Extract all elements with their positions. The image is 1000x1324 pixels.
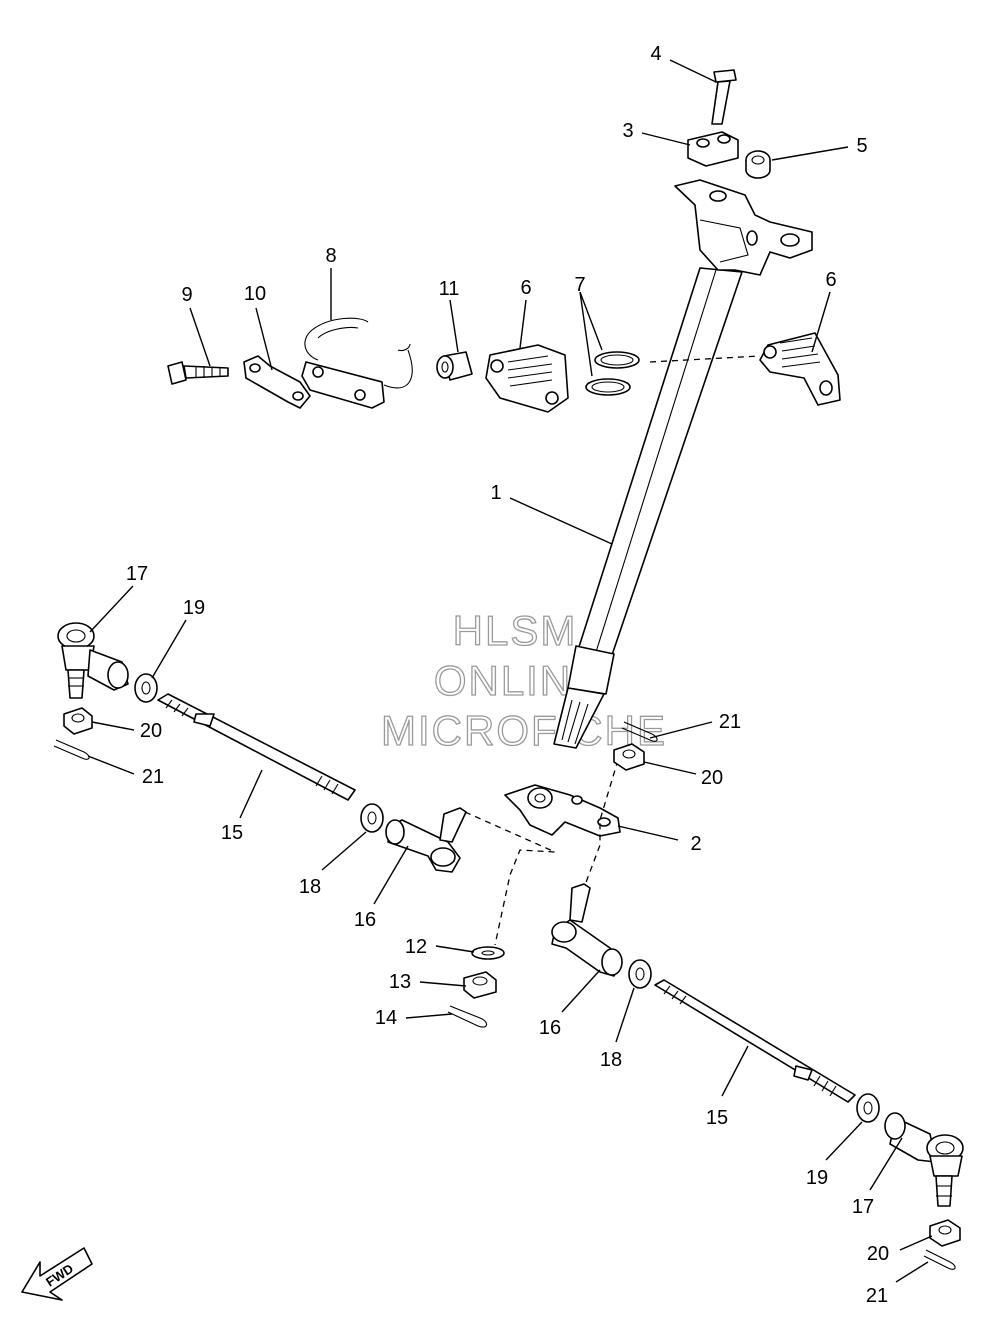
- callout-15-right: 15: [706, 1107, 728, 1129]
- callout-18-right: 18: [600, 1049, 622, 1071]
- callout-11: 11: [439, 278, 460, 300]
- callout-19-left: 19: [183, 597, 205, 619]
- part-castle-nut-left: [63, 707, 93, 735]
- callout-21-left: 21: [142, 766, 164, 788]
- part-tie-rod-end-inner-right: [551, 883, 623, 977]
- callout-4: 4: [650, 43, 661, 65]
- callout-15-left: 15: [221, 822, 243, 844]
- callout-7: 7: [574, 274, 585, 296]
- callout-numbers: 4 3 5 8 9 10 11 6 7 6 1 17 19 20 21 21 2…: [126, 43, 889, 1307]
- part-tie-rod-end-inner-left: [385, 807, 467, 873]
- callout-12: 12: [405, 936, 427, 958]
- callout-16-left: 16: [354, 909, 376, 931]
- callout-8: 8: [325, 245, 336, 267]
- callout-13: 13: [389, 971, 411, 993]
- part-jam-nut-18-left: [360, 803, 384, 833]
- part-tie-rod-right: [654, 979, 856, 1103]
- part-jam-nut-19-right: [856, 1093, 880, 1123]
- callout-14: 14: [375, 1007, 397, 1029]
- part-cotter-pin-left: [53, 739, 90, 760]
- part-jam-nut-18-right: [628, 959, 652, 989]
- callout-21-center: 21: [719, 711, 741, 733]
- part-washer: [471, 946, 505, 960]
- watermark: HLSM ONLINE MICROFICHE: [380, 606, 667, 754]
- part-lock-plate: [243, 355, 311, 409]
- callout-20-left: 20: [140, 720, 162, 742]
- callout-16-right: 16: [539, 1017, 561, 1039]
- callout-17-right: 17: [852, 1196, 874, 1218]
- part-tie-rod-end-outer-left: [57, 622, 129, 699]
- callout-6-right: 6: [825, 269, 836, 291]
- callout-5: 5: [856, 135, 867, 157]
- leader-lines: [87, 59, 933, 1283]
- part-bushing-left: [485, 344, 569, 413]
- callout-10: 10: [244, 283, 266, 305]
- fwd-arrow: FWD: [21, 1247, 93, 1301]
- part-tie-rod-left: [157, 693, 356, 801]
- callout-18-left: 18: [299, 876, 321, 898]
- part-wire-bracket: [301, 317, 413, 409]
- part-pitman-arm: [504, 784, 621, 837]
- callout-17-left: 17: [126, 563, 148, 585]
- part-bolt-top: [711, 69, 737, 125]
- callout-21-right: 21: [866, 1285, 888, 1307]
- part-holder: [687, 131, 739, 167]
- part-steering-column: [553, 179, 813, 749]
- callout-3: 3: [622, 120, 633, 142]
- part-cotter-pin-center: [621, 721, 658, 742]
- part-collar: [745, 150, 771, 179]
- callout-20-right: 20: [867, 1243, 889, 1265]
- callout-20-center: 20: [701, 767, 723, 789]
- part-tie-rod-end-outer-right: [884, 1112, 964, 1207]
- alignment-line-pitman-left: [464, 811, 556, 946]
- part-spacer: [436, 351, 473, 381]
- part-cotter-pin: [447, 1005, 488, 1028]
- part-jam-nut-19-left: [134, 673, 158, 703]
- callout-6-left: 6: [520, 277, 531, 299]
- callout-19-right: 19: [806, 1167, 828, 1189]
- part-bushing-right: [759, 332, 841, 406]
- part-castle-nut-center: [613, 743, 645, 771]
- callout-9: 9: [181, 284, 192, 306]
- callout-1: 1: [490, 482, 501, 504]
- watermark-line-3: MICROFICHE: [381, 707, 667, 754]
- callout-2: 2: [690, 833, 701, 855]
- watermark-line-1: HLSM: [453, 607, 578, 654]
- part-cotter-pin-right: [923, 1249, 956, 1270]
- part-castle-nut-right: [929, 1219, 961, 1247]
- part-nut: [463, 971, 497, 999]
- part-rings: [585, 351, 640, 396]
- part-bolt-left: [167, 361, 229, 385]
- alignment-line-bushings: [649, 355, 761, 363]
